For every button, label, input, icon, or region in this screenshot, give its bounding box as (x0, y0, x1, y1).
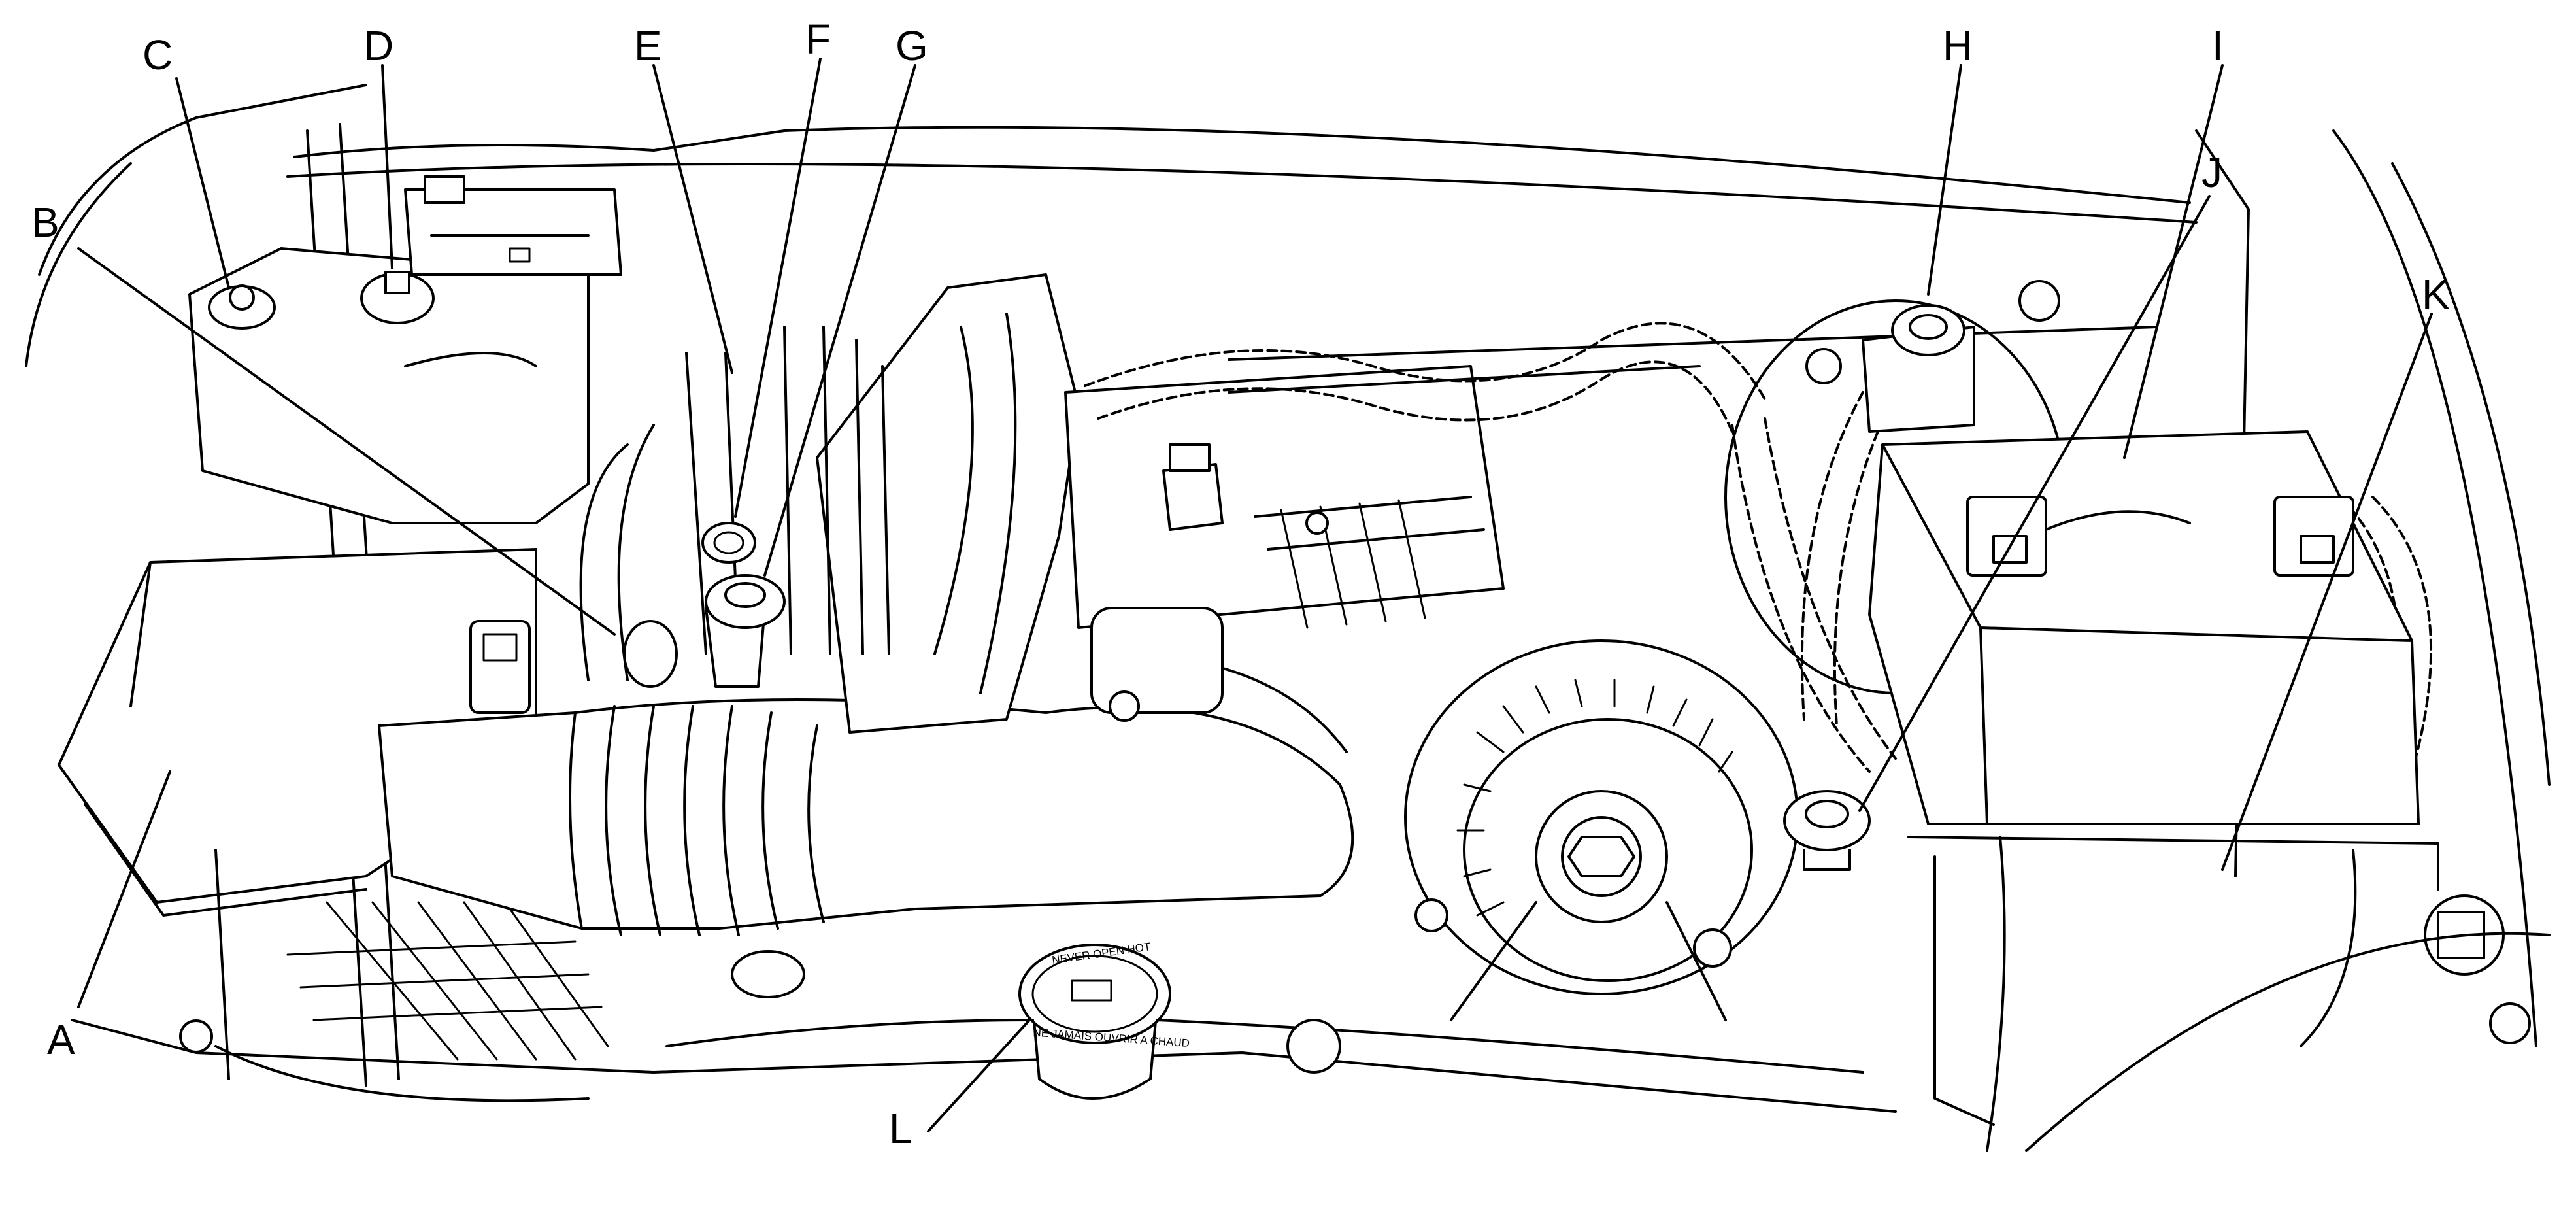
fuse-block (404, 175, 622, 276)
alternator (1404, 639, 1799, 1021)
leader-k (2221, 313, 2433, 871)
wiring-harness (1084, 322, 2433, 773)
coolant-reservoir (188, 247, 590, 524)
callout-l: L (889, 1105, 912, 1152)
leader-e (652, 64, 733, 374)
leader-c (175, 77, 230, 289)
callout-d: D (363, 22, 393, 69)
power-steering-reservoir (1783, 790, 1871, 871)
leader-lines (77, 58, 2433, 1132)
leader-l (927, 1019, 1031, 1132)
hoses (579, 326, 890, 688)
callout-b: B (31, 199, 59, 246)
callout-g: G (895, 22, 928, 69)
callout-k: K (2422, 271, 2450, 318)
leader-g (763, 64, 916, 577)
callout-labels: A B C D E F G H I J K L (31, 16, 2450, 1152)
callout-a: A (47, 1016, 75, 1063)
callout-h: H (1943, 22, 1973, 69)
dipstick (179, 849, 230, 1080)
leader-d (381, 64, 393, 269)
callout-f: F (805, 16, 831, 63)
battery (1868, 430, 2420, 825)
leader-h (1927, 64, 1962, 296)
leader-b (77, 247, 616, 636)
callout-i: I (2212, 22, 2224, 69)
callout-e: E (634, 22, 662, 69)
leader-a (77, 770, 171, 1008)
leader-j (1858, 195, 2211, 812)
callout-c: C (142, 31, 173, 78)
engine-block (816, 273, 1505, 734)
callout-j: J (2201, 149, 2222, 196)
leader-f (734, 58, 822, 518)
air-intake-duct (378, 620, 1354, 936)
alternator-vents (1456, 679, 1733, 917)
battery-tray (1907, 836, 2439, 1152)
